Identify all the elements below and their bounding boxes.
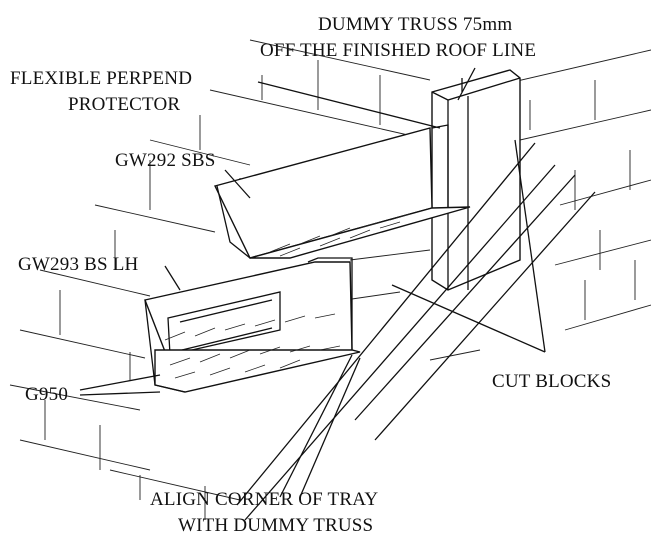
- brick-wall: [9, 39, 651, 520]
- label-perpend-line2: PROTECTOR: [68, 94, 180, 115]
- leader-perpend: [257, 81, 441, 129]
- label-gw293-bs-lh: GW293 BS LH: [18, 254, 138, 275]
- leader-cut-blocks-b: [391, 284, 546, 353]
- leader-g950-a: [79, 374, 161, 391]
- leader-g950-b: [79, 391, 161, 396]
- label-dummy-truss-line2: OFF THE FINISHED ROOF LINE: [260, 40, 536, 61]
- leader-cut-blocks-a: [514, 139, 546, 353]
- gw293-bs-lh-tray: [144, 257, 361, 393]
- leader-dummy-truss: [457, 67, 476, 101]
- label-gw292-sbs: GW292 SBS: [115, 150, 216, 171]
- label-cut-blocks: CUT BLOCKS: [492, 371, 611, 392]
- cut-blocks: [431, 69, 521, 291]
- leader-bs-lh: [164, 265, 181, 291]
- roof-line: [236, 142, 596, 521]
- label-align-line2: WITH DUMMY TRUSS: [178, 515, 373, 536]
- label-g950: G950: [25, 384, 68, 405]
- label-align-line1: ALIGN CORNER OF TRAY: [150, 489, 378, 510]
- leader-align-a: [279, 354, 353, 498]
- leader-sbs: [224, 169, 251, 199]
- label-dummy-truss-line1: DUMMY TRUSS 75mm: [318, 14, 512, 35]
- gw292-sbs-tray: [214, 124, 471, 259]
- leader-lines: [79, 67, 546, 498]
- leader-align-b: [299, 357, 361, 498]
- label-perpend-line1: FLEXIBLE PERPEND: [10, 68, 192, 89]
